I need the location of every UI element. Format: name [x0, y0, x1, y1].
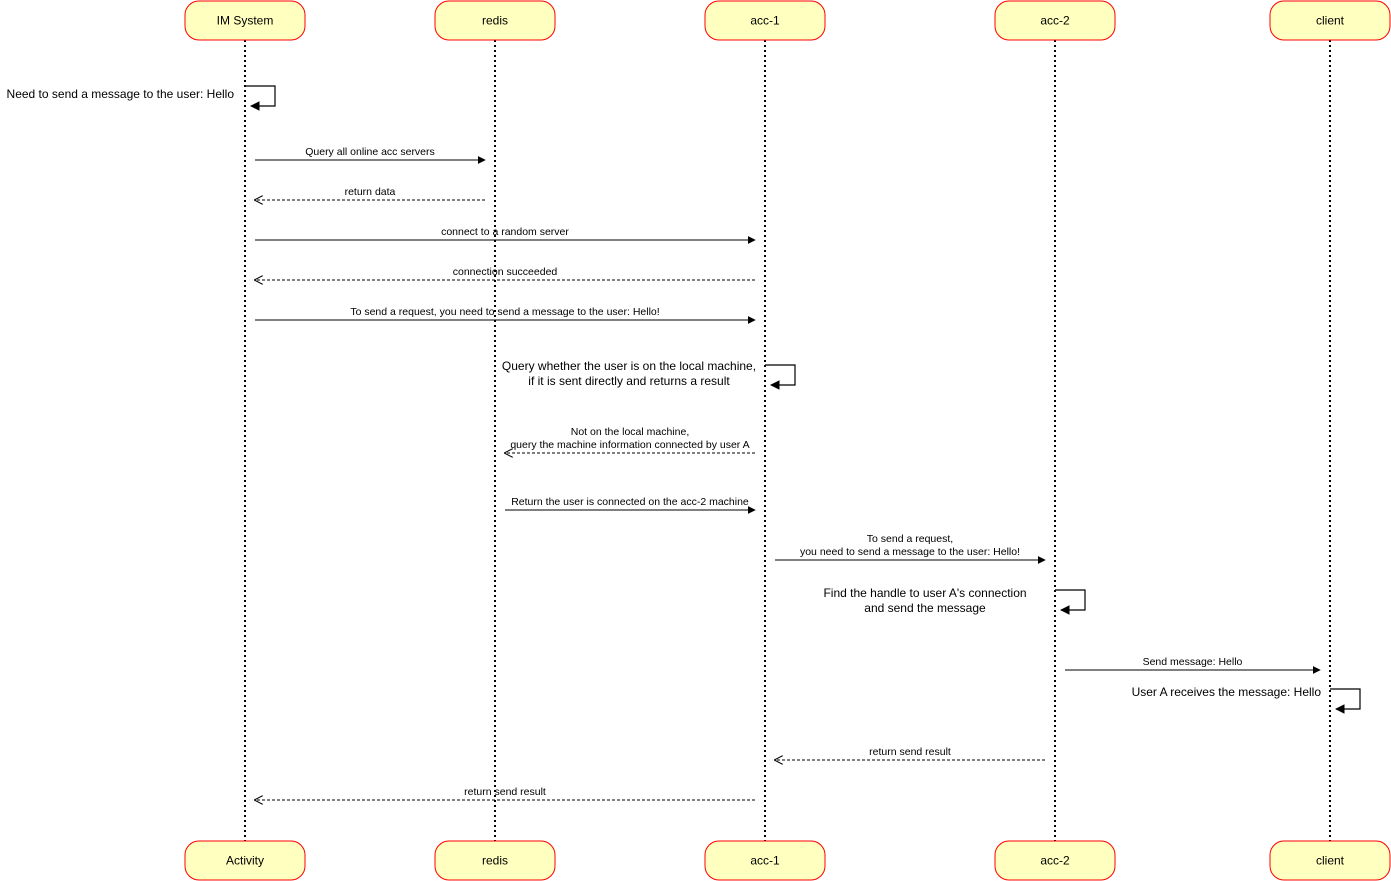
- message-label: Not on the local machine,: [571, 426, 689, 438]
- participant-box: [994, 0, 1116, 41]
- participant-acc1-top[interactable]: acc-1: [704, 0, 826, 41]
- message-10: To send a request,you need to send a mes…: [775, 533, 1046, 564]
- participant-acc2-bottom[interactable]: acc-2: [994, 840, 1116, 881]
- message-label: return data: [345, 186, 396, 198]
- participant-box: [1269, 0, 1391, 41]
- participant-box: [184, 840, 306, 881]
- self-call-arrow: [1055, 589, 1086, 615]
- message-9: Return the user is connected on the acc-…: [505, 496, 756, 514]
- participant-redis-bottom[interactable]: redis: [434, 840, 556, 881]
- participant-im-bottom[interactable]: Activity: [184, 840, 306, 881]
- message-label: return send result: [464, 786, 546, 798]
- participant-box: [704, 840, 826, 881]
- participant-acc2-top[interactable]: acc-2: [994, 0, 1116, 41]
- self-call-label: if it is sent directly and returns a res…: [528, 374, 730, 388]
- message-label: Query all online acc servers: [305, 146, 435, 158]
- message-5: connection succeeded: [255, 266, 755, 280]
- self-call-label: Query whether the user is on the local m…: [502, 359, 756, 373]
- participant-box: [184, 0, 306, 41]
- self-call-label: Need to send a message to the user: Hell…: [7, 87, 235, 101]
- self-call-arrow: [765, 364, 796, 390]
- participant-acc1-bottom[interactable]: acc-1: [704, 840, 826, 881]
- message-label: Send message: Hello: [1143, 656, 1243, 668]
- self-call-label: Find the handle to user A's connection: [823, 586, 1026, 600]
- self-call-label: and send the message: [864, 601, 986, 615]
- message-label: connection succeeded: [453, 266, 558, 278]
- participant-label: acc-1: [750, 14, 780, 28]
- participant-redis-top[interactable]: redis: [434, 0, 556, 41]
- self-call-arrow: [1330, 688, 1361, 714]
- participant-client-bottom[interactable]: client: [1269, 840, 1391, 881]
- message-label: connect to a random server: [441, 226, 569, 238]
- message-label: To send a request,: [867, 533, 953, 545]
- message-3: return data: [255, 186, 485, 200]
- participant-label: acc-2: [1040, 14, 1070, 28]
- participant-box: [1269, 840, 1391, 881]
- message-14: return send result: [775, 746, 1045, 760]
- participant-label: acc-1: [750, 854, 780, 868]
- participant-label: client: [1316, 14, 1345, 28]
- participant-label: Activity: [226, 854, 264, 868]
- participant-box: [994, 840, 1116, 881]
- message-6: To send a request, you need to send a me…: [255, 306, 756, 324]
- participant-label: redis: [482, 14, 508, 28]
- participant-label: IM System: [217, 14, 274, 28]
- message-1: Need to send a message to the user: Hell…: [7, 85, 276, 111]
- message-label: query the machine information connected …: [510, 439, 749, 451]
- participant-im-top[interactable]: IM System: [184, 0, 306, 41]
- participant-box: [704, 0, 826, 41]
- self-call-label: User A receives the message: Hello: [1132, 685, 1322, 699]
- message-2: Query all online acc servers: [255, 146, 486, 164]
- participant-client-top[interactable]: client: [1269, 0, 1391, 41]
- message-label: Return the user is connected on the acc-…: [511, 496, 749, 508]
- message-4: connect to a random server: [255, 226, 756, 244]
- message-8: Not on the local machine,query the machi…: [505, 426, 755, 453]
- message-7: Query whether the user is on the local m…: [502, 359, 796, 390]
- message-label: you need to send a message to the user: …: [800, 546, 1020, 558]
- message-12: Send message: Hello: [1065, 656, 1321, 674]
- self-call-arrow: [245, 85, 276, 111]
- message-label: return send result: [869, 746, 951, 758]
- participant-label: redis: [482, 854, 508, 868]
- message-15: return send result: [255, 786, 755, 800]
- participant-box: [434, 840, 556, 881]
- participant-label: client: [1316, 854, 1345, 868]
- message-11: Find the handle to user A's connectionan…: [823, 586, 1086, 615]
- message-13: User A receives the message: Hello: [1132, 685, 1361, 714]
- participant-box: [434, 0, 556, 41]
- participant-label: acc-2: [1040, 854, 1070, 868]
- message-label: To send a request, you need to send a me…: [350, 306, 659, 318]
